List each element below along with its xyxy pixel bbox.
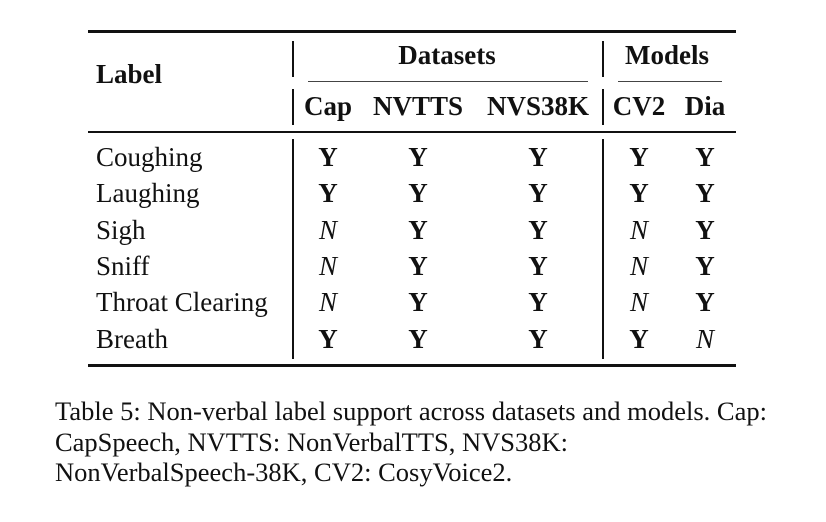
cell-nvtts: Y — [408, 142, 428, 172]
row-label: Sigh — [96, 214, 146, 245]
cell-nvtts: Y — [408, 250, 428, 281]
cell-nvs38k: Y — [528, 287, 548, 318]
cell-nvs38k: Y — [528, 214, 548, 245]
row-label: Coughing — [96, 142, 203, 172]
row-label: Breath — [96, 323, 168, 354]
cell-cap: Y — [318, 323, 338, 354]
cell-cap: Y — [318, 178, 338, 209]
cell-nvtts: Y — [408, 323, 428, 354]
cell-nvs38k: Y — [528, 250, 548, 281]
table-bottom-rule — [88, 364, 736, 367]
cell-dia: Y — [695, 214, 715, 245]
cell-cap: N — [318, 214, 338, 245]
cell-cv2: Y — [629, 142, 649, 172]
header-label: Label — [96, 59, 163, 89]
cell-cv2: Y — [629, 323, 649, 354]
table-top-rule — [88, 30, 736, 33]
cell-dia: Y — [695, 142, 715, 172]
body-divider-label — [292, 139, 294, 359]
cell-dia: Y — [695, 250, 715, 281]
cell-nvs38k: Y — [528, 178, 548, 209]
header-divider-label-top — [292, 41, 294, 77]
cell-nvtts: Y — [408, 287, 428, 318]
models-group-rule — [618, 81, 722, 82]
cell-dia: Y — [695, 178, 715, 209]
table-caption: Table 5: Non-verbal label support across… — [55, 396, 767, 487]
cell-cv2: N — [629, 214, 649, 245]
cell-dia: Y — [695, 287, 715, 318]
header-col-dia: Dia — [684, 91, 726, 121]
header-col-nvs38k: NVS38K — [486, 91, 590, 121]
header-divider-label-bottom — [292, 89, 294, 125]
cell-nvtts: Y — [408, 178, 428, 209]
body-divider-groups — [602, 139, 604, 359]
cell-dia: N — [695, 323, 715, 354]
cell-cap: Y — [318, 142, 338, 172]
header-divider-groups-bottom — [602, 89, 604, 125]
cell-nvs38k: Y — [528, 142, 548, 172]
cell-cap: N — [318, 250, 338, 281]
cell-cv2: N — [629, 287, 649, 318]
cell-cv2: Y — [629, 178, 649, 209]
cell-cv2: N — [629, 250, 649, 281]
cell-cap: N — [318, 287, 338, 318]
header-col-cv2: CV2 — [612, 91, 666, 121]
header-divider-groups-top — [602, 41, 604, 77]
header-group-models: Models — [625, 40, 709, 70]
header-col-cap: Cap — [303, 91, 353, 121]
header-col-nvtts: NVTTS — [372, 91, 464, 121]
table-header-rule — [88, 131, 736, 133]
cell-nvs38k: Y — [528, 323, 548, 354]
datasets-group-rule — [308, 81, 588, 82]
row-label: Laughing — [96, 178, 200, 209]
header-group-datasets: Datasets — [398, 40, 496, 70]
cell-nvtts: Y — [408, 214, 428, 245]
row-label: Sniff — [96, 250, 150, 281]
row-label: Throat Clearing — [96, 287, 268, 318]
